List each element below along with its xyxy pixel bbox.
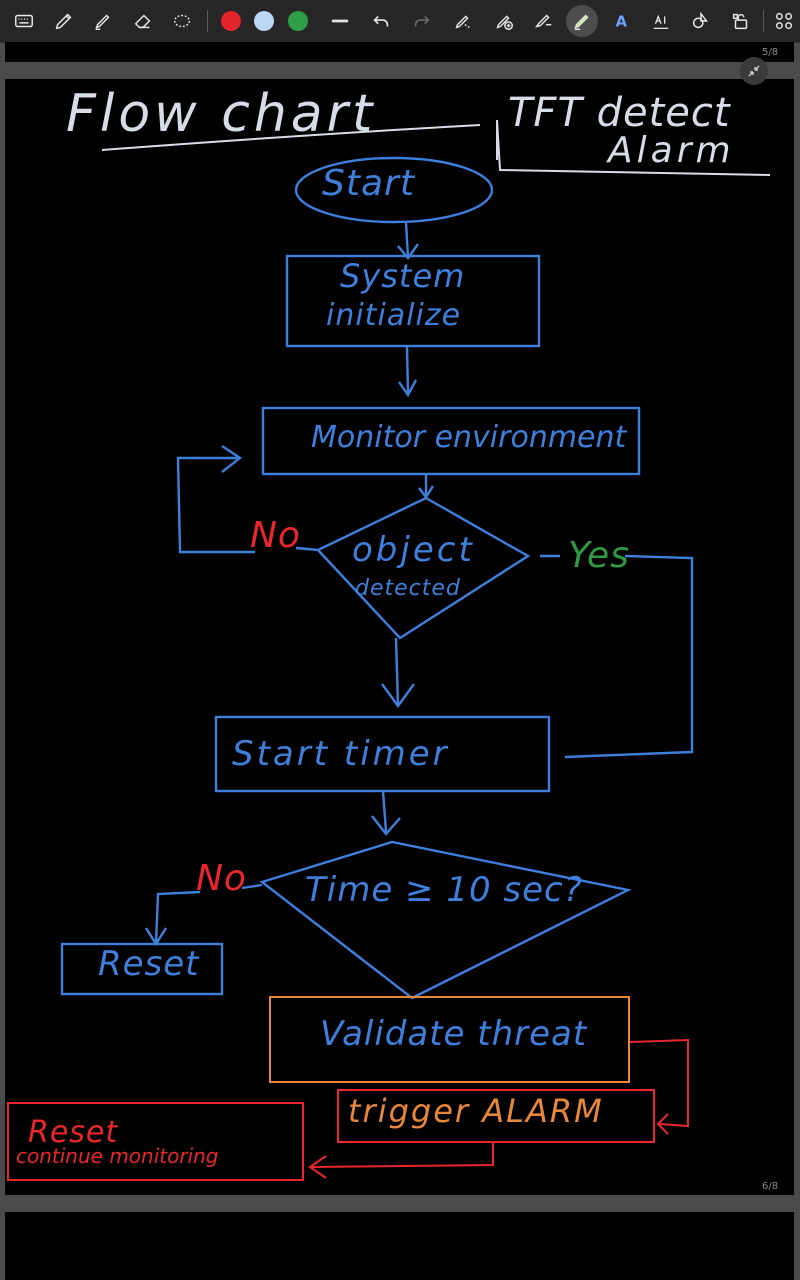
keyboard-icon[interactable] xyxy=(8,5,40,37)
highlighter-icon[interactable] xyxy=(87,5,119,37)
subtitle-frame xyxy=(496,119,771,176)
active-pen-icon[interactable] xyxy=(566,5,598,37)
previous-page-number: 5/8 xyxy=(762,47,779,58)
light-blue-color-swatch[interactable] xyxy=(248,5,280,37)
red-swatch-dot xyxy=(221,11,241,31)
green-swatch-dot xyxy=(288,11,308,31)
yes-path xyxy=(540,554,694,759)
object-label-line1: object xyxy=(352,530,475,570)
ruler-icon[interactable] xyxy=(528,5,560,37)
reset2-label-line1: Reset xyxy=(28,1115,119,1150)
arrow-1 xyxy=(397,221,419,260)
collapse-icon[interactable] xyxy=(740,57,768,85)
toolbar: A xyxy=(0,0,800,43)
redo-icon[interactable] xyxy=(406,5,438,37)
shapes-icon[interactable] xyxy=(685,5,717,37)
arrow-to-reset xyxy=(144,890,201,947)
toolbar-divider-2 xyxy=(763,10,764,32)
reset-arrow xyxy=(308,1142,494,1179)
note-subtitle-line1: TFT detect xyxy=(508,90,731,136)
green-color-swatch[interactable] xyxy=(282,5,314,37)
previous-page[interactable] xyxy=(5,42,794,62)
more-tools-icon[interactable] xyxy=(768,5,800,37)
stroke-width-icon[interactable] xyxy=(324,5,356,37)
light-blue-swatch-dot xyxy=(254,11,274,31)
add-shape-icon[interactable] xyxy=(488,5,520,37)
init-label-line2: initialize xyxy=(326,298,462,333)
alarm-arrow xyxy=(629,1038,689,1135)
reset-continue-box xyxy=(7,1102,304,1181)
init-label-line1: System xyxy=(340,257,466,295)
object-label-line2: detected xyxy=(355,576,461,601)
no-connector-2 xyxy=(241,883,263,890)
validate-label: Validate threat xyxy=(320,1014,588,1054)
text-recognition-icon[interactable]: A xyxy=(606,5,638,37)
arrow-3 xyxy=(418,474,435,500)
no-label-1: No xyxy=(250,515,301,556)
validate-box xyxy=(269,996,630,1083)
no-label-2: No xyxy=(196,858,247,899)
monitor-box xyxy=(261,406,641,476)
text-format-icon[interactable] xyxy=(645,5,677,37)
yes-label: Yes xyxy=(568,535,630,576)
init-box xyxy=(285,254,541,348)
decision-diamond-1 xyxy=(316,496,531,640)
trigger-label: trigger ALARM xyxy=(348,1092,604,1130)
next-page[interactable] xyxy=(5,1212,794,1280)
time-check-label: Time ≥ 10 sec? xyxy=(305,870,583,910)
note-subtitle-line2: Alarm xyxy=(608,130,735,171)
reset2-label-line2: continue monitoring xyxy=(16,1144,219,1168)
toolbar-divider xyxy=(207,10,208,32)
arrow-5 xyxy=(371,790,401,836)
current-page-number: 6/8 xyxy=(762,1181,779,1192)
svg-text:A: A xyxy=(616,14,628,31)
decision-diamond-2 xyxy=(259,840,632,1000)
lasso-tool-icon[interactable] xyxy=(447,5,479,37)
undo-icon[interactable] xyxy=(365,5,397,37)
arrow-4 xyxy=(381,637,415,709)
eraser-icon[interactable] xyxy=(127,5,159,37)
reset-label: Reset xyxy=(98,944,200,984)
no-connector xyxy=(295,546,319,552)
monitor-label: Monitor environment xyxy=(311,420,627,455)
start-label: Start xyxy=(322,163,415,204)
lasso-select-icon[interactable] xyxy=(166,5,198,37)
lock-icon[interactable] xyxy=(725,5,757,37)
title-underline xyxy=(101,124,481,151)
note-title: Flow chart xyxy=(66,84,377,144)
trigger-box xyxy=(337,1089,655,1143)
start-timer-label: Start timer xyxy=(232,734,450,774)
loop-arrow xyxy=(176,445,255,554)
pen-icon[interactable] xyxy=(48,5,80,37)
timer-box xyxy=(214,715,551,793)
red-color-swatch[interactable] xyxy=(215,5,247,37)
reset-box xyxy=(60,942,224,996)
arrow-2 xyxy=(398,345,418,398)
start-oval xyxy=(294,156,494,224)
